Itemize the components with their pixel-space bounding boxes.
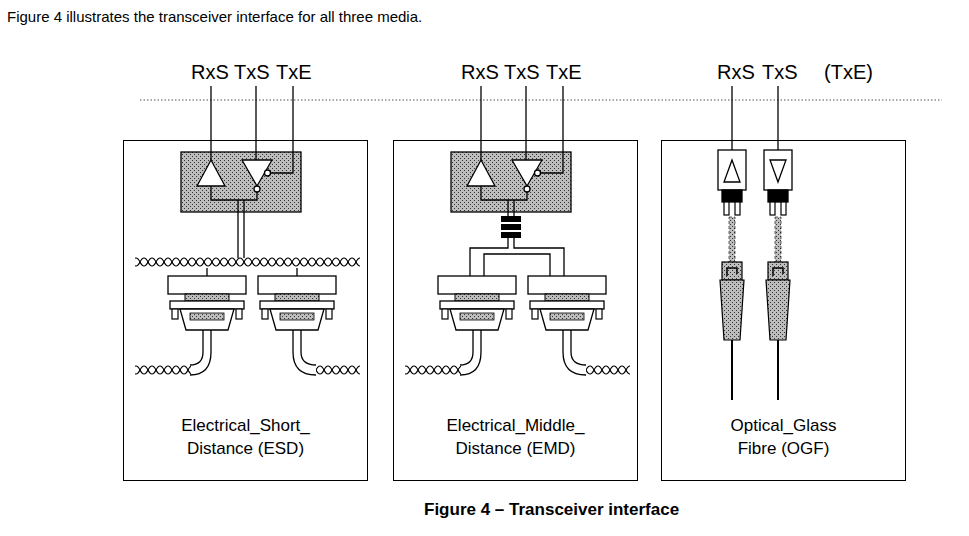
esd-transceiver [254,186,260,192]
emd-transceiver [501,232,521,238]
esd-transceiver [211,186,257,200]
esd-transceiver [293,330,316,375]
emd-transceiver [438,276,516,330]
emd-transceiver [524,186,530,192]
ogf-transceiver [764,150,792,190]
esd-transceiver [197,160,225,186]
esd-transceiver [296,268,297,276]
esd-transceiver [316,364,360,376]
ogf-transceiver [770,160,786,182]
signal-name: TxS [504,60,540,84]
esd-transceiver [237,200,238,258]
emd-transceiver [507,200,508,216]
emd-transceiver [512,160,542,186]
emd-transceiver [481,186,527,200]
emd-transceiver [586,364,630,376]
emd-transceiver [470,238,508,276]
esd-transceiver [135,364,191,376]
esd-transceiver [255,86,256,160]
signal-name: (TxE) [824,60,873,84]
ogf-transceiver [718,86,792,400]
emd-transceiver [405,364,461,376]
emd-transceiver [571,330,586,365]
ogf-transceiver [766,190,790,400]
emd-transceiver [525,86,526,160]
emd-transceiver [467,160,495,186]
signal-name: TxE [546,60,582,84]
medium-box: Electrical_Middle_ Distance (EMD) [393,140,638,481]
signal-name: RxS [717,60,755,84]
box-label: Electrical_Middle_ Distance (EMD) [428,414,603,460]
ogf-transceiver [724,160,740,182]
box-label: Electrical_Short_ Distance (ESD) [158,414,333,460]
esd-transceiver [242,160,272,186]
esd-transceiver [243,200,244,258]
figure-caption: Figure 4 – Transceiver interface [424,500,679,520]
medium-box: Electrical_Short_ Distance (ESD) [123,140,368,481]
ogf-transceiver [718,150,746,190]
emd-transceiver [460,330,473,365]
esd-transceiver [206,268,207,276]
esd-transceiver [301,330,316,365]
emd-transceiver [480,86,481,160]
emd-transceiver [451,152,571,212]
signal-name: TxS [762,60,798,84]
emd-transceiver [528,276,606,330]
esd-transceiver [190,330,203,365]
emd-transceiver [513,200,514,216]
ogf-transceiver [720,190,744,400]
signal-name: RxS [191,60,229,84]
signal-name: TxE [276,60,312,84]
esd-transceiver [190,330,211,375]
signal-name: TxS [234,60,270,84]
bus-line [140,99,942,100]
esd-transceiver [135,86,360,376]
emd-transceiver [501,216,521,222]
esd-transceiver [168,276,246,330]
medium-box: Optical_Glass Fibre (OGF) [661,140,906,481]
emd-transceiver [501,224,521,230]
emd-transceiver [541,86,564,173]
emd-transceiver [535,170,541,176]
esd-transceiver [181,152,301,212]
emd-transceiver [484,254,550,276]
esd-transceiver [265,170,271,176]
box-label: Optical_Glass Fibre (OGF) [714,414,854,460]
signal-name: RxS [461,60,499,84]
emd-transceiver [514,238,564,276]
esd-transceiver [135,256,360,268]
emd-transceiver [563,330,586,375]
esd-transceiver [271,86,294,173]
emd-transceiver [405,86,630,376]
intro-text: Figure 4 illustrates the transceiver int… [7,8,422,26]
esd-transceiver [258,276,336,330]
esd-transceiver [210,86,211,160]
emd-transceiver [460,330,481,375]
